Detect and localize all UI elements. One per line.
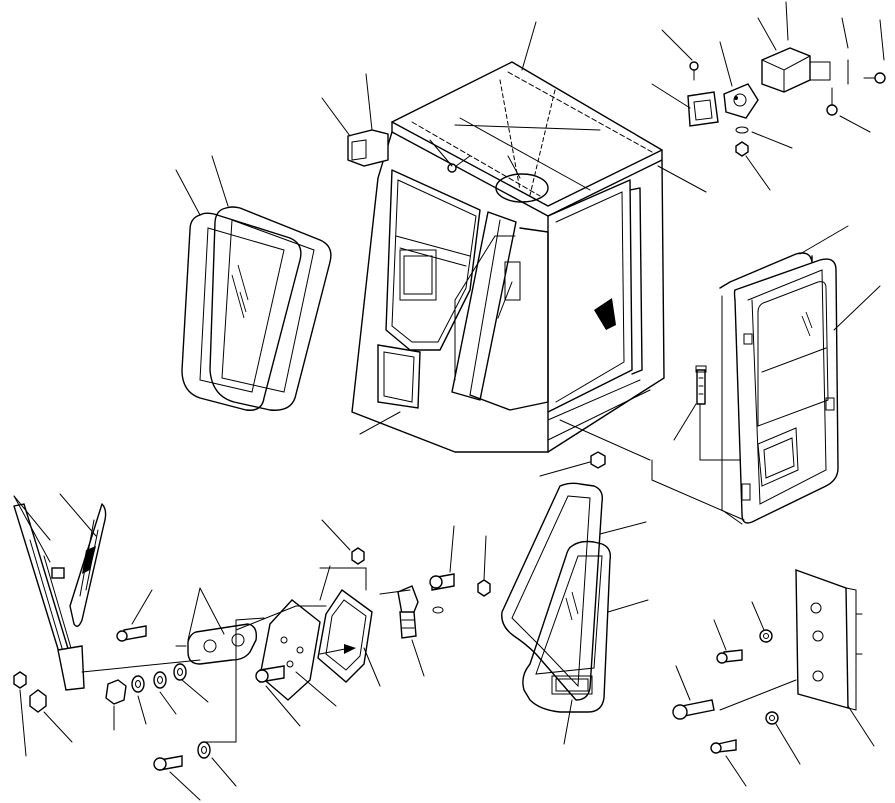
right-door-panel xyxy=(719,252,839,525)
left-window-seal xyxy=(209,206,332,411)
left-side-window-glass xyxy=(181,212,302,411)
wiper-motor-bracket xyxy=(175,623,258,665)
leader-lines xyxy=(13,1,885,801)
hardware-bolts xyxy=(116,568,863,771)
wiper-arm xyxy=(13,503,85,691)
hardware-nuts xyxy=(13,451,606,713)
cab-shell xyxy=(351,61,665,453)
wiper-blade xyxy=(69,503,107,627)
front-window-glass xyxy=(522,540,612,713)
dome-lamp-assembly xyxy=(687,47,886,157)
wiper-pivot xyxy=(397,585,444,639)
front-window-seal xyxy=(501,482,604,701)
hardware-washers xyxy=(131,629,779,759)
door-hinge-pin xyxy=(695,365,707,405)
